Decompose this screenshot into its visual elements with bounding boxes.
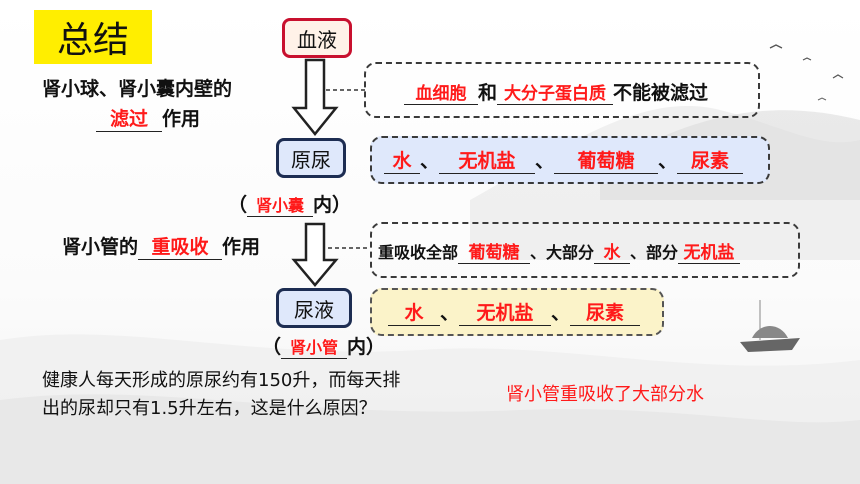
primary-urine-node: 原尿 [276,138,346,178]
reabsorption-detail: 重吸收全部葡萄糖、大部分水、部分无机盐 [378,238,741,264]
filtration-tail: 不能被滤过 [613,82,709,104]
paren-close: 内） [347,336,386,358]
filtration-box [364,62,760,118]
down-arrow-icon [291,58,339,136]
question-answer: 肾小管重吸收了大部分水 [506,384,704,405]
reabsorption-blank-3: 无机盐 [678,238,741,264]
paren-close: 内） [313,194,352,216]
paren-open: （ [228,194,248,216]
urine-content-3: 尿素 [570,298,641,326]
separator: 、 [658,150,678,172]
blood-node: 血液 [282,18,352,58]
urine-content-1: 水 [388,298,440,326]
primary-content-1: 水 [384,146,420,174]
dashed-connector [328,247,370,249]
separator: 、 [440,302,460,324]
urine-contents: 水、无机盐、尿素 [388,298,641,326]
urine-location-answer: 肾小管 [281,334,348,359]
reabsorption-mid-2: 、部分 [630,243,679,262]
filtration-detail: 血细胞和大分子蛋白质不能被滤过 [404,78,708,105]
reabsorption-detail-prefix: 重吸收全部 [378,243,459,262]
question-line-2: 出的尿却只有1.5升左右，这是什么原因？ [42,398,377,419]
paren-open: （ [262,336,282,358]
reabsorption-mid-1: 、大部分 [530,243,595,262]
urine-content-2: 无机盐 [459,298,552,326]
urine-node: 尿液 [276,288,352,328]
reabsorption-suffix: 作用 [222,236,261,258]
primary-urine-location: （肾小囊内） [228,190,351,217]
question-line-1: 健康人每天形成的原尿约有150升，而每天排 [42,370,401,391]
dashed-connector [326,89,366,91]
primary-location-answer: 肾小囊 [247,192,314,217]
reabsorption-blank-2: 水 [594,238,631,264]
slide-title: 总结 [34,10,152,64]
filtration-label: 肾小球、肾小囊内壁的 [42,78,233,100]
primary-urine-contents: 水、无机盐、葡萄糖、尿素 [384,146,744,174]
separator: 、 [420,150,440,172]
reabsorption-blank-1: 葡萄糖 [458,238,531,264]
primary-urine-contents-box [370,136,770,184]
filtration-suffix: 作用 [162,108,201,130]
separator: 、 [551,302,571,324]
primary-content-3: 葡萄糖 [554,146,659,174]
reabsorption-answer: 重吸收 [138,232,223,260]
urine-location: （肾小管内） [262,332,385,359]
separator: 、 [535,150,555,172]
down-arrow-icon [291,222,339,287]
reabsorption-prefix: 肾小管的 [62,236,139,258]
reabsorption-box [370,222,800,278]
filtration-answer: 滤过 [96,104,162,132]
and-text: 和 [478,82,498,104]
filtration-blank-2: 大分子蛋白质 [497,79,614,105]
filtration-blank-1: 血细胞 [404,79,478,105]
reabsorption-label: 肾小管的重吸收作用 [62,232,260,260]
primary-content-4: 尿素 [677,146,744,174]
primary-content-2: 无机盐 [439,146,536,174]
filtration-answer-line: 滤过作用 [96,104,200,132]
urine-contents-box [370,288,664,336]
